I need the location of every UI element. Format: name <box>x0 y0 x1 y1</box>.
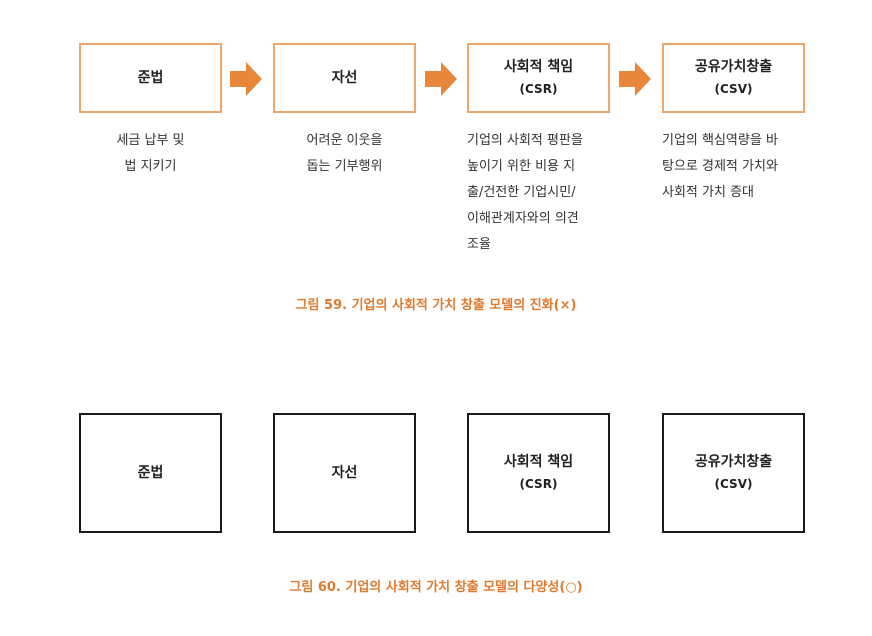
description-line: 이해관계자와의 의견 <box>467 211 579 226</box>
description-line: 출/건전한 기업시민/ <box>467 185 576 200</box>
step-csv-description: 기업의 핵심역량을 바 탕으로 경제적 가치와 사회적 가치 증대 <box>662 128 812 206</box>
step-subtitle: (CSR) <box>519 82 558 96</box>
model-title: 사회적 책임 <box>503 454 574 470</box>
figure-59-caption: 그림 59. 기업의 사회적 가치 창출 모델의 진화(×) <box>295 298 577 313</box>
step-compliance-box: 준법 <box>79 43 222 113</box>
step-csr-description: 기업의 사회적 평판을 높이기 위한 비용 지 출/건전한 기업시민/ 이해관계… <box>467 128 617 258</box>
model-csr-box: 사회적 책임 (CSR) <box>467 413 610 533</box>
description-line: 높이기 위한 비용 지 <box>467 159 576 174</box>
description-line: 돕는 기부행위 <box>306 159 383 174</box>
description-line: 기업의 핵심역량을 바 <box>662 133 778 148</box>
step-csr-box: 사회적 책임 (CSR) <box>467 43 610 113</box>
description-line: 법 지키기 <box>124 159 177 174</box>
description-line: 조율 <box>467 237 491 252</box>
step-title: 공유가치창출 <box>694 59 773 75</box>
model-charity-box: 자선 <box>273 413 416 533</box>
step-title: 사회적 책임 <box>503 59 574 75</box>
step-charity-description: 어려운 이웃을 돕는 기부행위 <box>273 128 416 180</box>
step-title: 준법 <box>137 70 164 86</box>
step-charity-box: 자선 <box>273 43 416 113</box>
right-arrow-icon <box>425 62 457 96</box>
model-title: 공유가치창출 <box>694 454 773 470</box>
figure-60-caption: 그림 60. 기업의 사회적 가치 창출 모델의 다양성(○) <box>289 580 583 595</box>
model-title: 자선 <box>331 465 358 481</box>
description-line: 탕으로 경제적 가치와 <box>662 159 778 174</box>
description-line: 세금 납부 및 <box>116 133 185 148</box>
step-csv-box: 공유가치창출 (CSV) <box>662 43 805 113</box>
model-compliance-box: 준법 <box>79 413 222 533</box>
right-arrow-icon <box>619 62 651 96</box>
model-csv-box: 공유가치창출 (CSV) <box>662 413 805 533</box>
step-subtitle: (CSV) <box>714 82 753 96</box>
description-line: 기업의 사회적 평판을 <box>467 133 583 148</box>
model-title: 준법 <box>137 465 164 481</box>
model-subtitle: (CSV) <box>714 477 753 491</box>
step-title: 자선 <box>331 70 358 86</box>
model-subtitle: (CSR) <box>519 477 558 491</box>
description-line: 사회적 가치 증대 <box>662 185 754 200</box>
step-compliance-description: 세금 납부 및 법 지키기 <box>79 128 222 180</box>
description-line: 어려운 이웃을 <box>306 133 383 148</box>
right-arrow-icon <box>230 62 262 96</box>
